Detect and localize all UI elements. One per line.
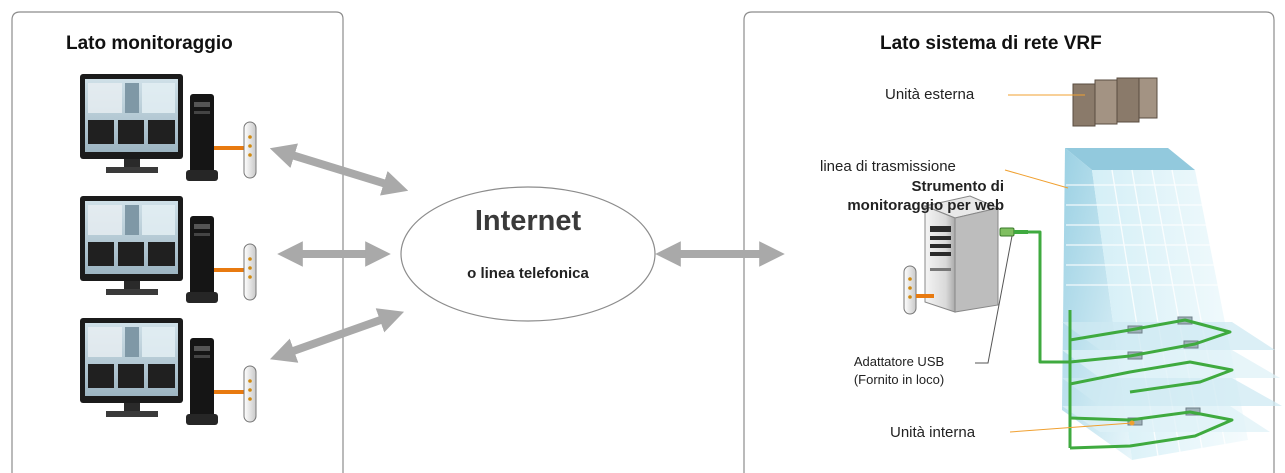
left-panel-border <box>11 11 344 473</box>
outdoor-unit-graphic <box>1072 77 1158 127</box>
network-cable <box>1028 230 1234 450</box>
building-illustration <box>1062 77 1282 460</box>
internet-subtitle: o linea telefonica <box>467 265 589 282</box>
internet-cloud <box>400 186 656 322</box>
right-panel-title: Lato sistema di rete VRF <box>880 33 1102 54</box>
transmission-line-label: linea di trasmissione <box>820 158 956 175</box>
usb-adapter-label-line1: Adattatore USB <box>853 354 945 369</box>
web-tool-label-line1: Strumento di <box>911 178 1005 195</box>
internet-title: Internet <box>474 205 582 237</box>
usb-adapter-graphic <box>999 227 1015 237</box>
web-tool-label-line2: monitoraggio per web <box>847 197 1004 214</box>
server-graphic <box>923 195 1000 313</box>
usb-adapter-label-line2: (Fornito in loco) <box>853 372 945 387</box>
outdoor-unit-label: Unità esterna <box>885 86 975 103</box>
left-panel-title: Lato monitoraggio <box>66 33 233 54</box>
leader-transmission-line <box>1004 169 1069 189</box>
arrow-ws1-internet <box>269 143 409 196</box>
leader-indoor-unit <box>1009 422 1133 433</box>
server-modem <box>903 265 917 315</box>
arrow-ws3-internet <box>269 308 405 363</box>
workstation-1 <box>79 73 257 182</box>
workstation-3 <box>79 317 257 426</box>
workstation-2 <box>79 195 257 304</box>
leader-usb-adapter <box>975 235 1013 364</box>
right-panel-border <box>743 11 1275 473</box>
indoor-unit-label: Unità interna <box>890 424 976 441</box>
